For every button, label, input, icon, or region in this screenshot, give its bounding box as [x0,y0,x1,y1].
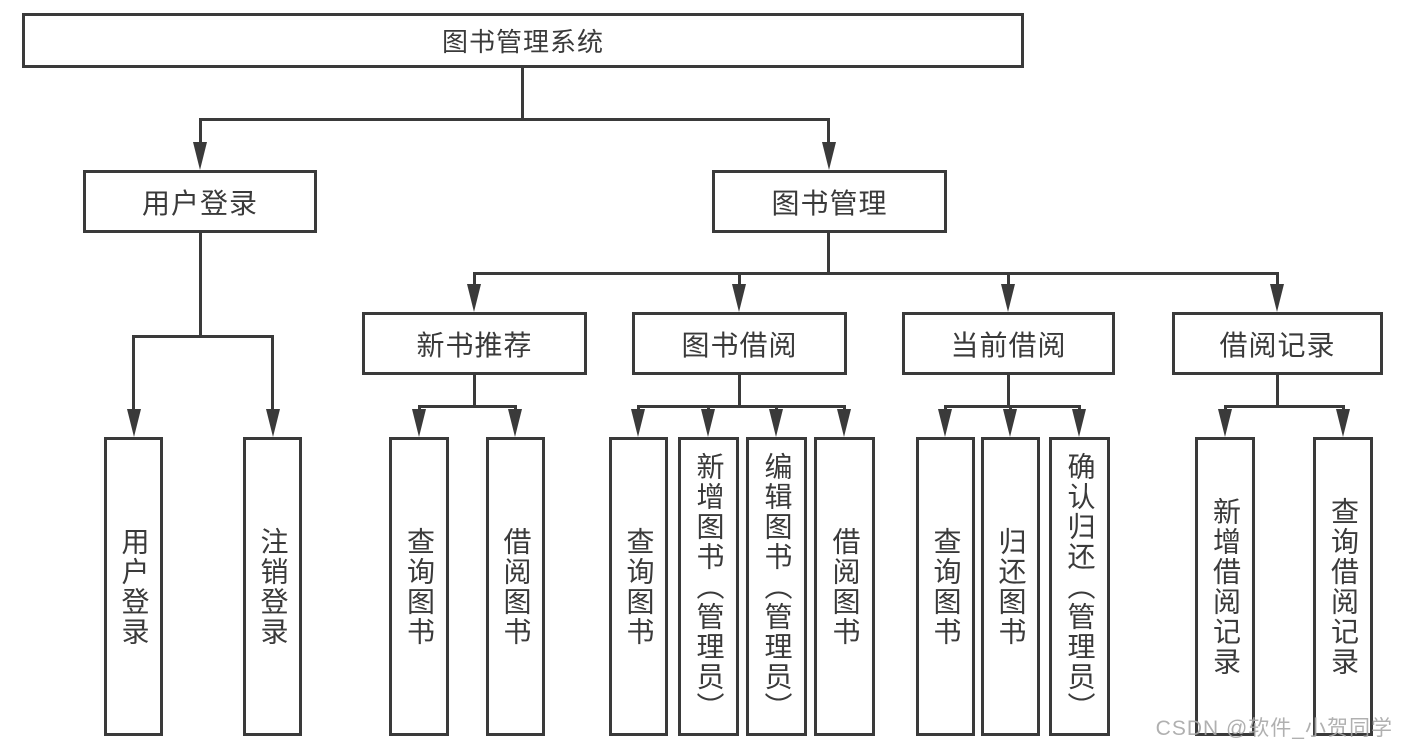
connector-drop [473,272,476,286]
arrow-down-icon [701,409,715,437]
leaf-label: 确认归还（管理员） [1064,451,1096,722]
connector-rail [418,405,517,408]
arrow-down-icon [1003,409,1017,437]
connector-drop [132,335,135,411]
leaf-newbooks-borrow-books: 借阅图书 [486,437,545,736]
node-label: 图书管理系统 [441,27,604,57]
leaf-edit-book-admin: 编辑图书（管理员） [746,437,807,736]
node-new-book-recommend: 新书推荐 [362,312,587,375]
leaf-return-books: 归还图书 [981,437,1040,736]
arrow-down-icon [1218,409,1232,437]
connector-drop [843,405,846,411]
leaf-label: 注销登录 [257,526,289,647]
leaf-label: 查询图书 [404,526,435,647]
connector-drop [775,405,778,411]
node-label: 当前借阅 [950,329,1067,361]
leaf-borrow-borrow-books: 借阅图书 [814,437,875,736]
leaf-add-book-admin: 新增图书（管理员） [678,437,739,736]
node-label: 图书管理 [771,187,888,219]
arrow-down-icon [1001,284,1015,312]
leaf-query-borrow-record: 查询借阅记录 [1313,437,1373,736]
connector-drop [1276,272,1279,286]
node-label: 新书推荐 [416,329,533,361]
node-book-borrow: 图书借阅 [632,312,847,375]
arrow-down-icon [631,409,645,437]
connector-drop [199,118,202,144]
node-label: 用户登录 [141,187,258,219]
leaf-label: 查询图书 [930,526,962,647]
connector-rail [637,405,846,408]
leaf-confirm-return-admin: 确认归还（管理员） [1049,437,1110,736]
leaf-add-borrow-record: 新增借阅记录 [1195,437,1255,736]
arrow-down-icon [1270,284,1284,312]
connector-drop [1009,405,1012,411]
leaf-label: 查询借阅记录 [1328,496,1359,677]
arrow-down-icon [467,284,481,312]
leaf-user-login: 用户登录 [104,437,163,736]
connector-drop [418,405,421,411]
connector-drop [637,405,640,411]
connector-drop [271,335,274,411]
leaf-current-query-books: 查询图书 [916,437,975,736]
arrow-down-icon [732,284,746,312]
connector-drop [707,405,710,411]
node-current-borrow: 当前借阅 [902,312,1115,375]
connector-root-stem [521,68,524,118]
connector-drop [944,405,947,411]
connector-stem [1007,375,1010,405]
leaf-label: 编辑图书（管理员） [761,451,793,722]
node-book-management: 图书管理 [712,170,947,233]
connector-drop [1342,405,1345,411]
arrow-down-icon [1072,409,1086,437]
connector-drop [1224,405,1227,411]
connector-drop [514,405,517,411]
connector-stem [738,375,741,405]
leaf-borrow-query-books: 查询图书 [609,437,668,736]
connector-root-rail [199,118,830,121]
connector-stem [827,233,830,274]
leaf-logout: 注销登录 [243,437,302,736]
connector-stem [1276,375,1279,405]
node-label: 图书借阅 [681,329,798,361]
connector-drop [827,118,830,144]
connector-rail [132,335,274,338]
connector-drop [1078,405,1081,411]
arrow-down-icon [822,142,836,170]
leaf-newbooks-query-books: 查询图书 [389,437,449,736]
node-label: 借阅记录 [1219,329,1336,361]
connector-rail [1224,405,1344,408]
connector-rail [473,272,1279,275]
csdn-watermark: CSDN @软件_小贺同学 [1155,717,1393,740]
leaf-label: 新增借阅记录 [1210,496,1241,677]
arrow-down-icon [127,409,141,437]
leaf-label: 归还图书 [995,526,1027,647]
arrow-down-icon [938,409,952,437]
connector-drop [1007,272,1010,286]
leaf-label: 借阅图书 [500,526,532,647]
connector-rail [944,405,1081,408]
arrow-down-icon [508,409,522,437]
node-borrow-records: 借阅记录 [1172,312,1383,375]
arrow-down-icon [193,142,207,170]
leaf-label: 查询图书 [623,526,655,647]
arrow-down-icon [1336,409,1350,437]
node-user-login: 用户登录 [83,170,317,233]
arrow-down-icon [837,409,851,437]
connector-stem [473,375,476,405]
connector-stem [199,233,202,335]
arrow-down-icon [412,409,426,437]
leaf-label: 新增图书（管理员） [693,451,725,722]
connector-drop [738,272,741,286]
arrow-down-icon [266,409,280,437]
arrow-down-icon [769,409,783,437]
leaf-label: 借阅图书 [829,526,861,647]
leaf-label: 用户登录 [118,526,150,647]
node-library-system: 图书管理系统 [22,13,1024,68]
